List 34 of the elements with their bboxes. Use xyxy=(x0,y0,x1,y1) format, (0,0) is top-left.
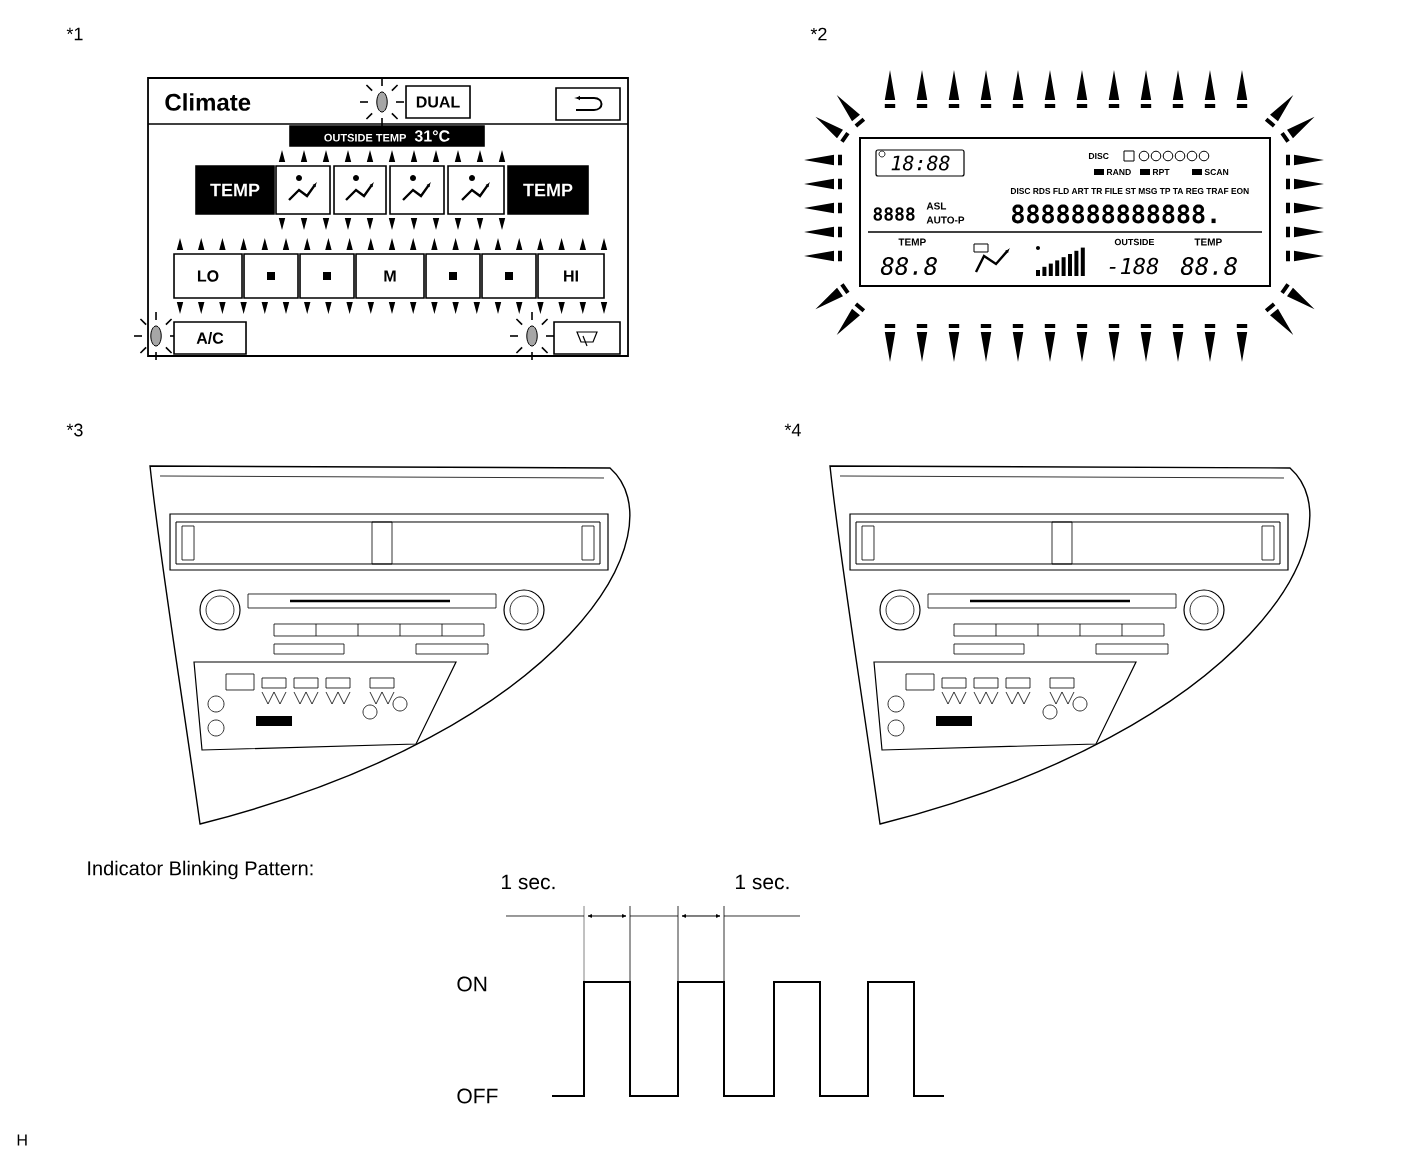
airflow-mode-button xyxy=(447,165,505,215)
back-button xyxy=(555,87,621,121)
segment-digits: 8888 xyxy=(873,207,915,221)
dual-button: DUAL xyxy=(405,85,471,119)
segment-digits: -188 xyxy=(1109,257,1159,275)
airflow-mode-button xyxy=(333,165,387,215)
panel-label: *1 xyxy=(66,27,83,41)
airflow-mode-button xyxy=(389,165,445,215)
fan-speed-button xyxy=(299,253,355,299)
panel-label: *2 xyxy=(810,27,827,41)
segment-digits: 88.8 xyxy=(880,256,937,276)
dimension-label: 1 sec. xyxy=(502,874,555,890)
fan-speed-button: HI xyxy=(537,253,605,299)
caption-text: Indicator Blinking Pattern: xyxy=(88,860,313,880)
fan-speed-button xyxy=(425,253,481,299)
ac-button: A/C xyxy=(173,321,247,355)
airflow-mode-button xyxy=(275,165,331,215)
defog-button xyxy=(553,321,621,355)
fan-speed-button xyxy=(243,253,299,299)
segment-digits: 88.8 xyxy=(1180,256,1237,276)
figure-code: H xyxy=(17,1134,27,1146)
screen-title: Climate xyxy=(165,93,251,111)
segment-digits: 8888888888888. xyxy=(1011,204,1216,224)
panel-label: *3 xyxy=(66,423,83,437)
temp-button: TEMP xyxy=(195,165,275,215)
dimension-label: 1 sec. xyxy=(736,874,789,890)
signal-level-label: OFF xyxy=(457,1088,498,1104)
panel-label: *4 xyxy=(784,423,801,437)
fan-speed-button: LO xyxy=(173,253,243,299)
fan-speed-button xyxy=(481,253,537,299)
clock-readout: 18:88 xyxy=(891,155,950,171)
temp-button: TEMP xyxy=(507,165,589,215)
fan-speed-button: M xyxy=(355,253,425,299)
signal-level-label: ON xyxy=(457,976,487,992)
